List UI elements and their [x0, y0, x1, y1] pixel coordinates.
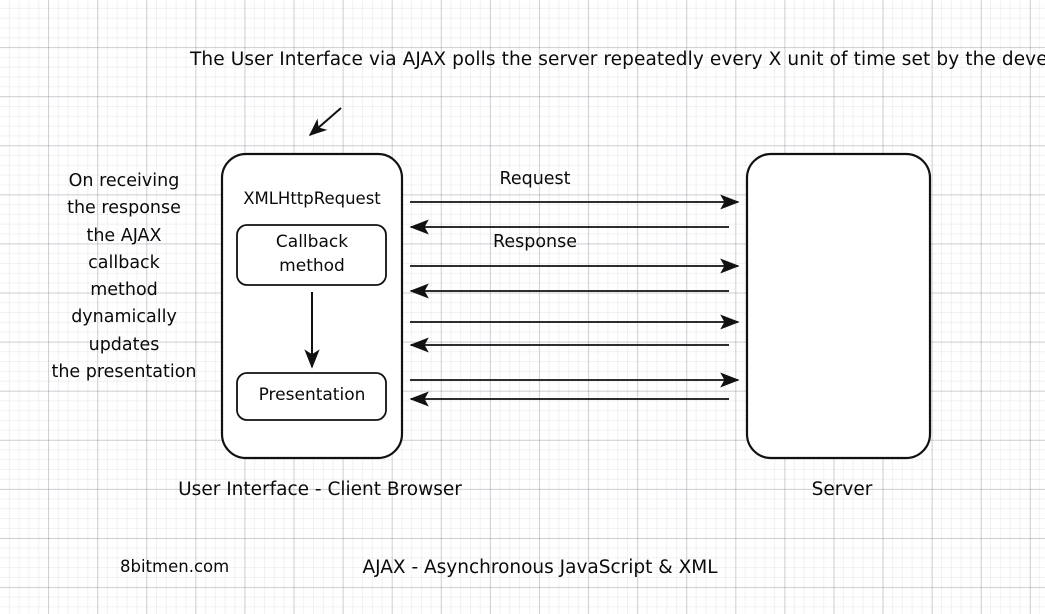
presentation-box	[236, 372, 387, 421]
client-browser-caption: User Interface - Client Browser	[178, 479, 462, 500]
pointer-arrow-icon	[308, 107, 342, 136]
left-annotation-note: On receiving the response the AJAX callb…	[51, 171, 197, 383]
footer-title: AJAX - Asynchronous JavaScript & XML	[362, 557, 718, 578]
presentation-label: Presentation	[258, 385, 366, 405]
xmlhttprequest-label: XMLHttpRequest	[243, 189, 381, 208]
server-caption: Server	[811, 479, 873, 500]
top-annotation-note: The User Interface via AJAX polls the se…	[190, 49, 1045, 70]
request-flow-label: Request	[499, 169, 571, 189]
brand-watermark: 8bitmen.com	[120, 557, 230, 576]
server-box	[745, 152, 932, 460]
callback-method-box	[236, 224, 387, 286]
response-flow-label: Response	[492, 232, 578, 252]
callback-method-label: Callback method	[275, 232, 349, 277]
